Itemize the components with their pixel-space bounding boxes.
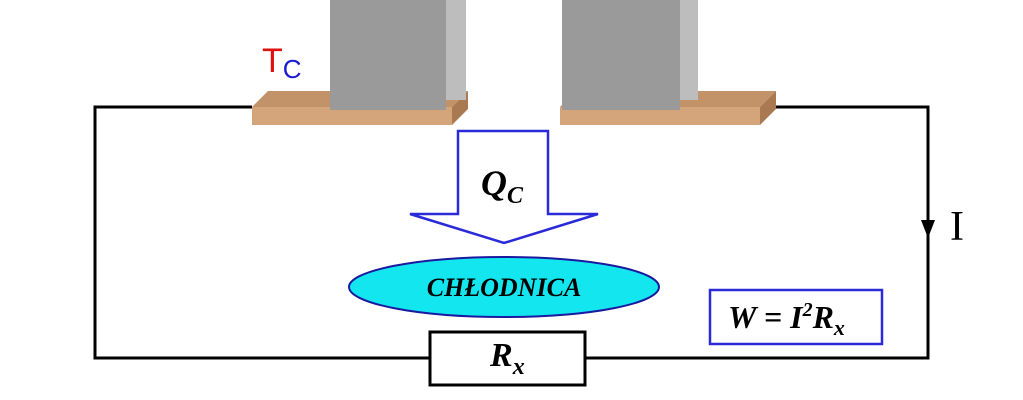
resistor-box	[428, 330, 587, 387]
cooler-label: CHŁODNICA	[427, 273, 582, 302]
left-pillar-front	[330, 0, 446, 110]
power-formula: W = I2Rx	[728, 299, 845, 340]
tc-label: TC	[262, 42, 302, 84]
tc-label-main: T	[262, 42, 283, 80]
qc-label-main: Q	[481, 163, 507, 203]
resistor-label-main: R	[489, 337, 513, 374]
tc-label-sub: C	[283, 54, 302, 84]
right-plate-front	[560, 107, 760, 125]
qc-label: QC	[481, 163, 524, 209]
formula-exponent: 2	[802, 299, 813, 321]
heat-flow-arrow-icon	[409, 129, 599, 245]
left-pillar-side	[446, 0, 466, 100]
formula-r: R	[812, 299, 834, 335]
current-arrow-icon	[921, 220, 935, 238]
right-thermoelement-pillar	[562, 0, 698, 110]
right-pillar-side	[680, 0, 698, 100]
formula-box	[708, 288, 884, 346]
right-plate-side	[760, 91, 776, 125]
right-pillar-front	[562, 0, 680, 110]
qc-label-sub: C	[507, 183, 524, 209]
formula-w: W = I	[728, 299, 804, 335]
left-thermoelement-pillar	[330, 0, 466, 110]
cooler-ellipse	[348, 256, 660, 318]
resistor-label-sub: x	[512, 354, 525, 380]
current-label: I	[950, 204, 964, 250]
left-plate-front	[252, 107, 452, 125]
resistor-label: Rx	[489, 337, 525, 380]
formula-subscript: x	[833, 315, 845, 340]
circuit-wire	[93, 105, 430, 360]
